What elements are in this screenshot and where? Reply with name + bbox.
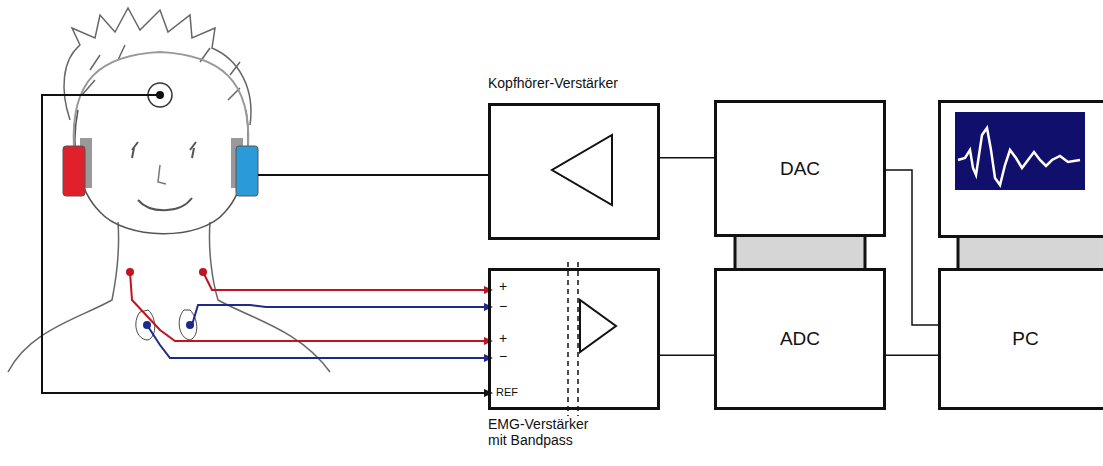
- signal-line: [886, 170, 938, 325]
- box-label: ADC: [780, 328, 820, 350]
- box-heading: EMG-Verstärker mit Bandpass: [488, 416, 606, 448]
- pin-label: +: [499, 331, 507, 345]
- pin-label: REF: [496, 387, 518, 398]
- pin-label: +: [499, 279, 507, 293]
- connector-band: [957, 237, 960, 268]
- monitor-screen: [955, 112, 1085, 190]
- pin-label: −: [499, 299, 507, 313]
- right-earcup: [236, 146, 258, 196]
- signal-line: [660, 157, 714, 158]
- electrode: [186, 321, 194, 329]
- electrode: [143, 321, 151, 329]
- electrode-wire: [147, 325, 484, 358]
- isolation-barrier: [567, 262, 569, 416]
- head-outline: [75, 110, 248, 234]
- electrode: [126, 268, 134, 276]
- converter-box: DAC: [714, 100, 886, 237]
- box-label: DAC: [780, 158, 820, 180]
- connector-band: [864, 237, 867, 268]
- ref-wire: [42, 95, 484, 393]
- connector-band: [734, 237, 737, 268]
- hair: [64, 8, 251, 125]
- body-outline: [8, 222, 119, 372]
- body-outline: [209, 222, 330, 372]
- box-label: PC: [1012, 328, 1038, 350]
- electrode-wire: [203, 272, 484, 290]
- amplifier-box: Kopfhörer-Verstärker: [488, 103, 660, 240]
- amplifier-symbol: [552, 135, 612, 205]
- connector-band: [735, 237, 865, 268]
- electrode: [199, 268, 207, 276]
- pin-label: −: [499, 349, 507, 363]
- electrode-wire: [192, 305, 484, 325]
- left-earcup: [63, 146, 85, 196]
- mouth: [138, 198, 192, 210]
- headphone-wire: [258, 174, 488, 176]
- electrode-wire: [130, 272, 484, 341]
- signal-line: [660, 355, 714, 356]
- eyes: [132, 142, 196, 158]
- headband: [74, 52, 249, 148]
- waveform: [958, 128, 1080, 185]
- isolation-barrier: [577, 262, 579, 416]
- monitor: [940, 102, 1103, 237]
- signal-line: [886, 355, 938, 356]
- amplifier-symbol: [580, 300, 616, 352]
- nose: [158, 165, 166, 184]
- converter-box: ADC: [714, 268, 886, 410]
- connector-band: [958, 237, 1103, 268]
- box-heading: Kopfhörer-Verstärker: [488, 75, 618, 91]
- computer-box: PC: [938, 268, 1103, 410]
